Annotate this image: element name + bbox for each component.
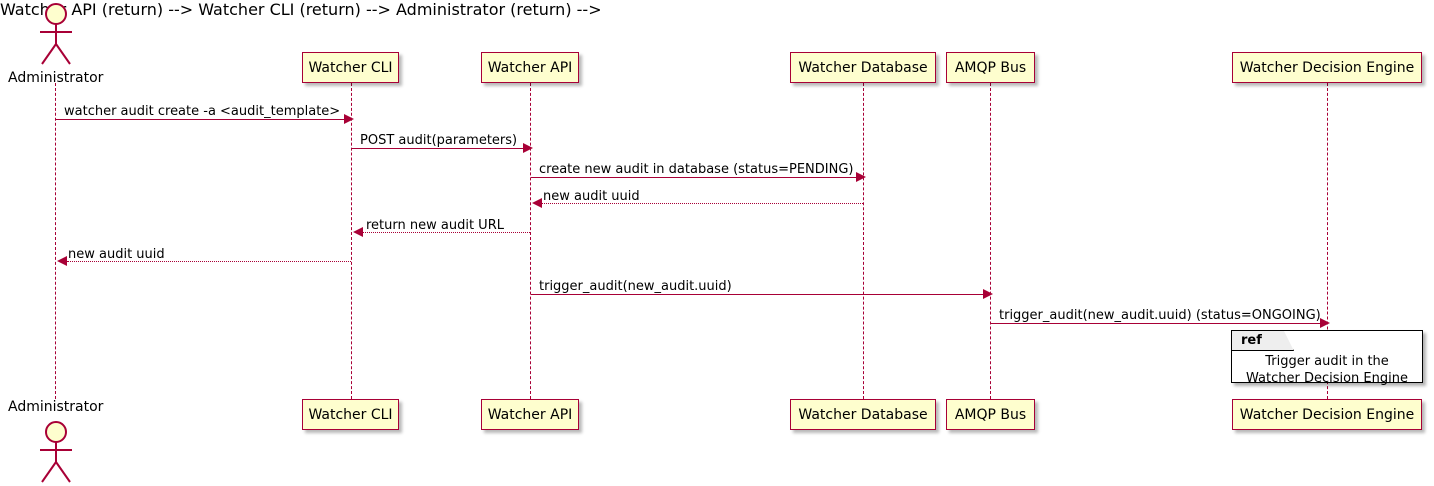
- participant-watcher-api-top[interactable]: Watcher API: [481, 52, 579, 83]
- participant-watcher-cli-bottom[interactable]: Watcher CLI: [302, 399, 399, 430]
- participant-decision-engine-bottom[interactable]: Watcher Decision Engine: [1232, 399, 1422, 430]
- message-label-8: trigger_audit(new_audit.uuid) (status=ON…: [999, 308, 1321, 323]
- message-label-7: trigger_audit(new_audit.uuid): [539, 279, 732, 294]
- actor-label-administrator-top: Administrator: [8, 70, 104, 86]
- participant-watcher-database-bottom[interactable]: Watcher Database: [790, 399, 936, 430]
- lifeline-watcher-cli: [351, 83, 352, 399]
- lifeline-amqp-bus: [990, 83, 991, 399]
- participant-watcher-api-bottom[interactable]: Watcher API: [481, 399, 579, 430]
- lifeline-watcher-api: [530, 83, 531, 399]
- message-label-4: new audit uuid: [543, 189, 640, 204]
- message-line-6: [67, 261, 351, 262]
- lifeline-administrator: [55, 83, 56, 399]
- ref-fragment: ref Trigger audit in the Watcher Decisio…: [1231, 330, 1423, 386]
- actor-icon-administrator-bottom: [40, 421, 72, 483]
- participant-decision-engine-top[interactable]: Watcher Decision Engine: [1232, 52, 1422, 83]
- ref-fragment-tab-label: ref: [1232, 331, 1294, 351]
- message-line-7: [531, 294, 983, 295]
- message-line-2: [352, 148, 523, 149]
- message-label-3: create new audit in database (status=PEN…: [539, 162, 854, 177]
- message-label-2: POST audit(parameters): [360, 133, 518, 148]
- participant-watcher-database-top[interactable]: Watcher Database: [790, 52, 936, 83]
- message-arrowhead-7: [983, 289, 993, 299]
- message-arrowhead-2: [523, 143, 533, 153]
- ref-fragment-body: Trigger audit in the Watcher Decision En…: [1232, 353, 1422, 387]
- message-arrowhead-1: [344, 114, 354, 124]
- lifeline-watcher-database: [863, 83, 864, 399]
- ref-fragment-line-2: Watcher Decision Engine: [1246, 371, 1408, 386]
- message-line-3: [531, 177, 856, 178]
- message-line-8: [991, 323, 1320, 324]
- message-label-5: return new audit URL: [366, 218, 504, 233]
- message-line-1: [56, 119, 344, 120]
- participant-amqp-bus-bottom[interactable]: AMQP Bus: [946, 399, 1035, 430]
- participant-watcher-cli-top[interactable]: Watcher CLI: [302, 52, 399, 83]
- ref-fragment-line-1: Trigger audit in the: [1265, 354, 1389, 369]
- message-arrowhead-6: [57, 256, 67, 266]
- message-line-5: [363, 232, 530, 233]
- message-arrowhead-4: [532, 198, 542, 208]
- actor-label-administrator-bottom: Administrator: [8, 399, 104, 415]
- lifeline-decision-engine: [1327, 83, 1328, 399]
- message-label-1: watcher audit create -a <audit_template>: [64, 104, 341, 119]
- message-line-4: [542, 203, 863, 204]
- message-label-6: new audit uuid: [68, 247, 165, 262]
- message-arrowhead-5: [353, 227, 363, 237]
- participant-amqp-bus-top[interactable]: AMQP Bus: [946, 52, 1035, 83]
- message-arrowhead-8: [1320, 318, 1330, 328]
- actor-icon-administrator-top: [40, 3, 72, 65]
- message-arrowhead-3: [856, 172, 866, 182]
